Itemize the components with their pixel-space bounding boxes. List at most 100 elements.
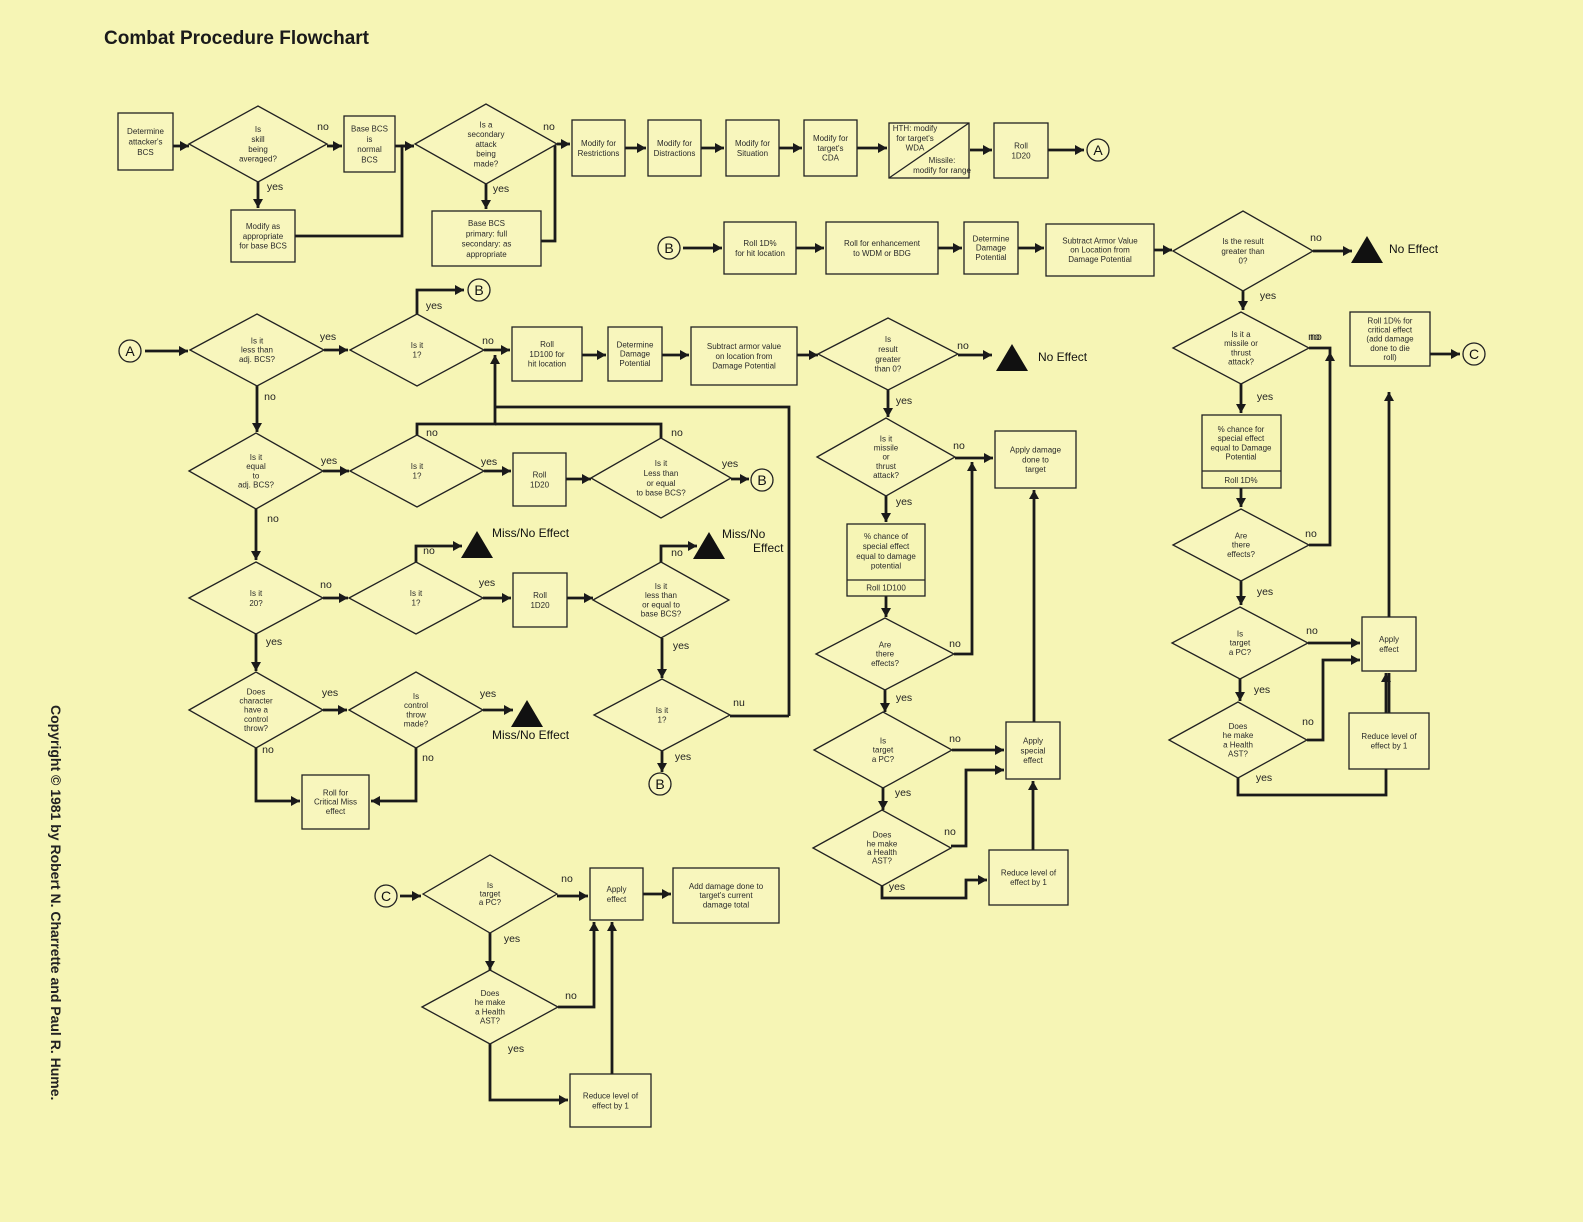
branch-label-no: no (1306, 625, 1318, 637)
arrowhead (1451, 349, 1460, 359)
branch-label-no: no (949, 733, 961, 745)
flow-line (495, 405, 791, 716)
flow-line (558, 922, 596, 1009)
connector-C (374, 884, 398, 908)
arrowhead (1238, 301, 1248, 310)
process-box-an3 (690, 326, 798, 386)
process-box-b4 (1045, 223, 1155, 277)
connector-A (118, 339, 142, 363)
arrowhead (1384, 392, 1394, 401)
branch-label-yes: yes (722, 458, 738, 470)
branch-label-no: no (561, 873, 573, 885)
decision-diamond-ad2 (348, 313, 486, 387)
decision-diamond-rd1 (1171, 311, 1311, 385)
branch-label-no: no (1310, 232, 1322, 244)
branch-label-no: no (944, 826, 956, 838)
arrowhead (983, 350, 992, 360)
process-label-b1: Roll 1D%for hit location (735, 239, 785, 258)
connector-label-C: C (381, 888, 391, 904)
arrowhead (455, 285, 464, 295)
arrowhead (405, 141, 414, 151)
arrowhead (688, 541, 697, 551)
decision-diamond-ad4 (187, 432, 325, 510)
process-box-an6 (301, 774, 370, 830)
arrowhead (715, 143, 724, 153)
branch-label-yes: yes (322, 687, 338, 699)
process-box-b2 (825, 221, 939, 275)
process-box-n5 (571, 119, 626, 177)
flow-line (880, 878, 987, 900)
branch-label-yes: yes (493, 183, 509, 195)
process-box-n3 (230, 209, 296, 263)
decision-diamond-bd1 (1171, 210, 1315, 292)
branch-label-yes: yes (481, 456, 497, 468)
process-label-mn1b: Roll 1D100 (866, 584, 906, 593)
process-box-n2 (343, 115, 396, 173)
process-box-cn1 (589, 867, 644, 921)
arrowhead (1035, 243, 1044, 253)
decision-diamond-d1 (187, 105, 329, 183)
arrowhead (1351, 655, 1360, 665)
process-box-cn2 (672, 867, 780, 924)
branch-label-no: no (671, 427, 683, 439)
decision-diamond-md2 (814, 617, 956, 691)
arrowhead (607, 922, 617, 931)
connector-label-B: B (474, 282, 483, 298)
branch-label-yes: yes (320, 331, 336, 343)
decision-diamond-cd2 (420, 969, 560, 1045)
terminal-triangle (461, 531, 493, 558)
arrowhead (740, 474, 749, 484)
branch-label-yes: yes (896, 496, 912, 508)
flow-line (415, 288, 464, 314)
flow-line (488, 1044, 568, 1102)
branch-label-no: no (264, 391, 276, 403)
branch-label-yes: yes (895, 787, 911, 799)
process-box-n8 (803, 119, 858, 177)
connector-label-B: B (664, 240, 673, 256)
arrowhead (412, 891, 421, 901)
arrowhead (502, 466, 511, 476)
process-box-an2 (607, 326, 663, 382)
arrowhead (815, 243, 824, 253)
decision-diamond-ad3 (816, 317, 960, 391)
terminal-label-no-effect: No Effect (1389, 242, 1439, 256)
flow-line (541, 144, 557, 243)
process-box-n4 (431, 210, 542, 267)
arrowhead (713, 243, 722, 253)
process-box-an1 (511, 326, 583, 382)
branch-label-yes: yes (896, 395, 912, 407)
arrowhead (1235, 692, 1245, 701)
decision-diamond-rd3 (1170, 606, 1310, 680)
page-title: Combat Procedure Flowchart (104, 28, 369, 49)
decision-diamond-d2 (413, 103, 559, 185)
terminal-triangle (996, 344, 1028, 371)
flow-line (371, 748, 418, 803)
arrowhead (339, 345, 348, 355)
arrowhead (1163, 245, 1172, 255)
connector-C (1462, 342, 1486, 366)
flow-line (954, 462, 974, 656)
terminal-label-miss-no-effect: Miss/No Effect (492, 728, 570, 742)
flow-line (254, 748, 300, 803)
arrowhead (582, 474, 591, 484)
decision-diamond-cd1 (421, 854, 559, 934)
arrowhead (1029, 490, 1039, 499)
branch-label-yes: yes (1260, 290, 1276, 302)
arrowhead (180, 141, 189, 151)
arrowhead (953, 243, 962, 253)
